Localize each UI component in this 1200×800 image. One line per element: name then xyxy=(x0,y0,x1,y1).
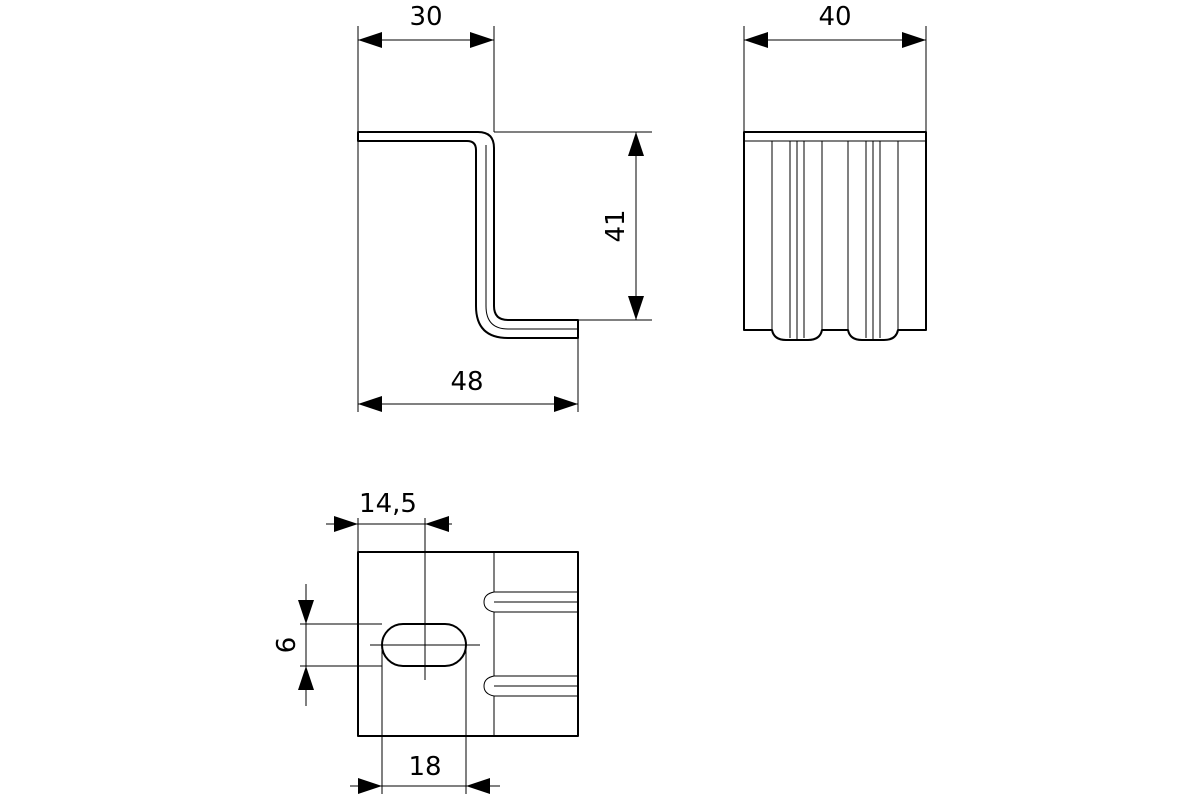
front-view-outline xyxy=(743,131,927,341)
dimension-14-5: 14,5 xyxy=(326,489,452,532)
front-view: 40 xyxy=(743,2,927,341)
arrow-head xyxy=(628,296,644,320)
arrow-head xyxy=(358,32,382,48)
top-view-step-edge xyxy=(483,552,495,736)
arrow-head xyxy=(744,32,768,48)
dimension-label-30: 30 xyxy=(409,2,442,32)
dimension-48: 48 xyxy=(358,367,578,412)
arrow-head xyxy=(470,32,494,48)
top-view: 14,5 9 18 xyxy=(269,489,579,794)
arrow-head xyxy=(425,516,449,532)
dimension-label-18: 18 xyxy=(408,752,441,782)
arrow-head xyxy=(554,396,578,412)
dimension-label-14-5: 14,5 xyxy=(359,489,417,519)
dimension-label-40: 40 xyxy=(818,2,851,32)
arrow-head xyxy=(298,600,314,624)
dimension-30: 30 xyxy=(358,2,494,48)
dimension-18: 18 xyxy=(350,752,500,794)
arrow-head xyxy=(334,516,358,532)
side-view: 30 41 48 xyxy=(357,2,652,412)
side-profile-inner-line xyxy=(485,145,578,330)
dimension-label-48: 48 xyxy=(450,367,483,397)
dimension-40: 40 xyxy=(744,2,926,48)
dimension-9: 9 xyxy=(269,584,314,706)
dimension-label-9: 9 xyxy=(269,637,299,654)
arrow-head xyxy=(358,778,382,794)
arrow-head xyxy=(298,666,314,690)
dimension-label-41: 41 xyxy=(601,209,631,242)
side-profile-outline xyxy=(357,131,579,339)
top-view-outline xyxy=(357,551,579,737)
arrow-head xyxy=(628,132,644,156)
arrow-head xyxy=(358,396,382,412)
dimension-41: 41 xyxy=(601,132,644,320)
arrow-head xyxy=(902,32,926,48)
arrow-head xyxy=(466,778,490,794)
